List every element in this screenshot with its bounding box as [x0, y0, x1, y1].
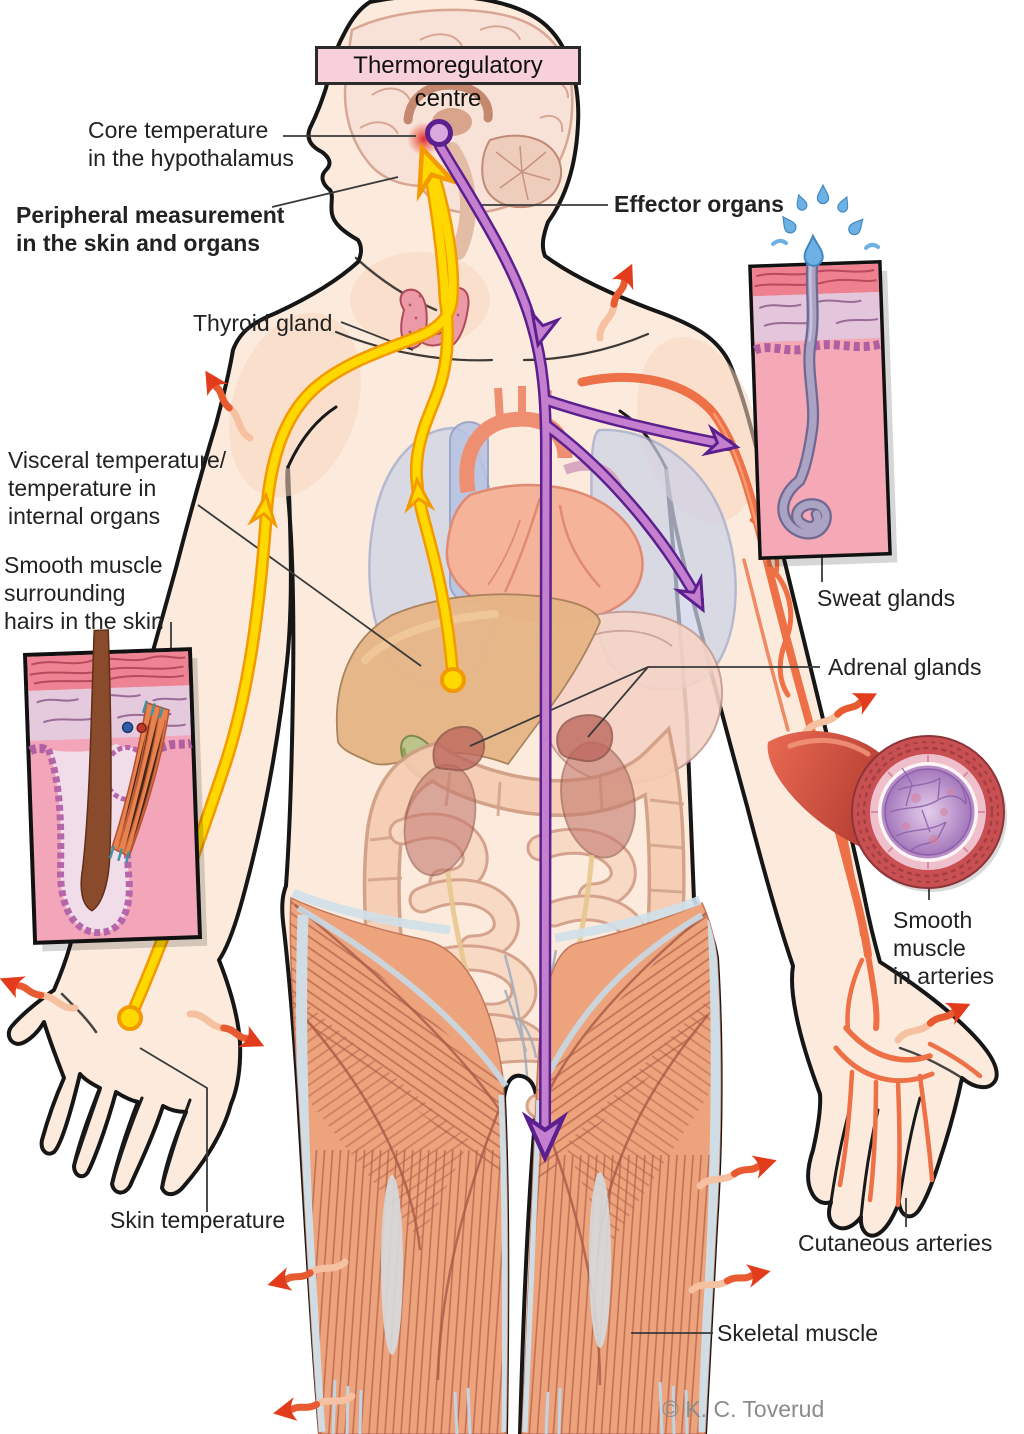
corpus-callosum	[403, 80, 493, 125]
copyright-credit: © K. C. Toverud	[662, 1396, 825, 1422]
skeletal-muscle-left-thigh	[289, 896, 509, 1434]
vein-dot	[121, 721, 134, 734]
sweat-gland-tube	[777, 250, 832, 540]
artery-dot	[136, 722, 147, 734]
label-peripheral-measurement: Peripheral measurement in the skin and o…	[16, 202, 285, 256]
visceral-sensor-dot	[440, 667, 466, 693]
endothelium-mesh	[889, 767, 967, 853]
efferent-pathways	[425, 119, 742, 1159]
label-effector-organs: Effector organs	[614, 191, 784, 217]
label-adrenal-glands: Adrenal glands	[828, 654, 982, 680]
label-thyroid-gland: Thyroid gland	[193, 310, 333, 336]
hair-shaft	[80, 629, 112, 912]
artery-cross-section	[767, 730, 1007, 892]
skeletal-muscle-right-thigh	[521, 902, 722, 1434]
hypothalamus-node	[425, 119, 453, 147]
label-core-temperature: Core temperature in the hypothalamus	[88, 117, 294, 171]
liver	[335, 593, 601, 766]
sweat-droplets	[771, 184, 880, 250]
label-cutaneous-arteries: Cutaneous arteries	[798, 1230, 993, 1256]
groin-fascia	[296, 905, 704, 1092]
thermoregulatory-centre-box: Thermoregulatory centre	[315, 46, 581, 112]
hair-follicle-inset	[22, 629, 208, 952]
sweat-gland-inset	[748, 234, 898, 567]
label-skeletal-muscle: Skeletal muscle	[717, 1320, 879, 1346]
label-visceral-temperature: Visceral temperature/ temperature in int…	[8, 447, 227, 529]
brainstem	[444, 142, 477, 260]
kidneys-adrenals	[403, 714, 636, 986]
label-sweat-glands: Sweat glands	[817, 585, 956, 611]
label-smooth-muscle-hairs: Smooth muscle surrounding hairs in the s…	[4, 552, 164, 634]
label-skin-temperature: Skin temperature	[110, 1207, 286, 1233]
adrenal-gland-left	[432, 726, 486, 772]
label-smooth-muscle-arteries: Smooth muscle in arteries	[893, 907, 994, 989]
adrenal-gland-right	[556, 714, 614, 762]
skin-sensor-dot	[117, 1005, 143, 1031]
afferent-pathways	[117, 142, 466, 1031]
hip-fascia	[291, 888, 702, 943]
